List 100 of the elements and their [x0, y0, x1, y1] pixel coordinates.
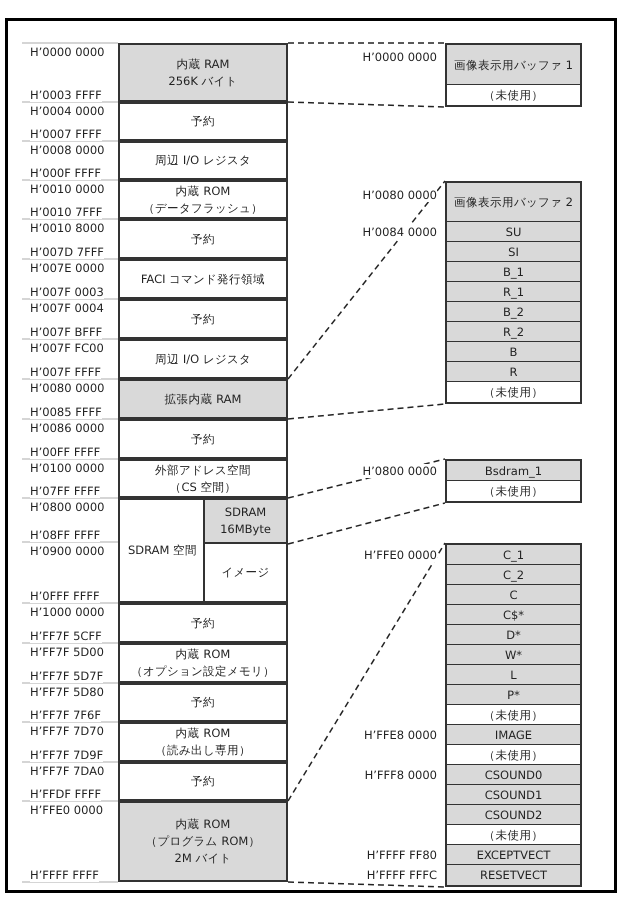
memory-region	[118, 379, 288, 419]
memory-region	[118, 762, 288, 801]
address-label: H’0100 0000	[30, 461, 104, 475]
region-text: 内蔵 ROM	[176, 182, 230, 200]
region-text: 2M バイト	[174, 850, 232, 867]
address-label: H’0010 0000	[30, 182, 104, 196]
dashed-guide-line	[288, 403, 446, 420]
region-text: SDRAM 16MByte	[219, 504, 272, 538]
memory-region	[118, 339, 288, 379]
address-label: H’000F FFFF	[30, 166, 101, 180]
memory-row	[447, 605, 580, 625]
address-label: H’FFE0 0000	[364, 548, 437, 562]
memory-row	[447, 262, 580, 282]
memory-row	[447, 302, 580, 322]
address-label: H’007E 0000	[30, 261, 104, 275]
address-label: H’00FF FFFF	[30, 445, 100, 459]
region-text: （読み出し専用）	[155, 742, 251, 759]
region-text: P*	[507, 686, 520, 702]
address-label: H’0010 8000	[30, 221, 104, 235]
memory-row	[447, 665, 580, 685]
region-text: （未使用）	[484, 826, 544, 842]
address-label: H’FF7F 7F6F	[30, 708, 101, 722]
address-label: H’007F FC00	[30, 341, 104, 355]
region-text: R_2	[502, 324, 524, 340]
region-text: 画像表示用バッファ 2	[454, 194, 573, 210]
memory-row	[447, 805, 580, 825]
region-text: 内蔵 ROM	[176, 725, 230, 742]
address-label: H’0085 FFFF	[30, 405, 102, 419]
dashed-guide-line	[288, 881, 446, 888]
region-text: 予約	[191, 310, 215, 328]
memory-row	[447, 565, 580, 585]
address-label: H’007F 0004	[30, 301, 104, 315]
region-text: SDRAM 空間	[128, 542, 198, 559]
region-text: SU	[506, 224, 522, 240]
memory-row	[447, 625, 580, 645]
region-text: 予約	[191, 614, 215, 632]
region-text: R	[510, 364, 518, 380]
region-text: 予約	[191, 113, 215, 130]
memory-row	[447, 45, 580, 85]
memory-region	[118, 299, 288, 339]
memory-region	[118, 180, 288, 219]
region-text: C_2	[502, 566, 524, 582]
region-text: 256K バイト	[168, 72, 238, 90]
memory-region	[118, 643, 288, 683]
address-label: H’0010 7FFF	[30, 205, 102, 219]
address-label: H’0007 FFFF	[30, 127, 102, 141]
region-text: C	[509, 586, 518, 602]
memory-stack-box	[445, 459, 582, 503]
memory-row	[447, 362, 580, 382]
memory-row	[447, 865, 580, 885]
region-text: 画像表示用バッファ 1	[454, 56, 573, 72]
address-label: H’0008 0000	[30, 143, 104, 157]
address-label: H’FF7F 7D9F	[30, 748, 104, 762]
address-label: H’0080 0000	[362, 188, 437, 202]
memory-row	[447, 342, 580, 362]
region-text: 予約	[191, 430, 215, 448]
memory-region	[118, 722, 288, 762]
region-text: 周辺 I/O レジスタ	[155, 152, 251, 169]
dashed-guide-line	[287, 542, 446, 802]
region-text: R_1	[502, 284, 524, 300]
memory-row	[447, 545, 580, 565]
dashed-guide-line	[288, 101, 446, 108]
memory-row	[447, 725, 580, 745]
address-label: H’FF7F 5D7F	[30, 669, 104, 683]
region-text: IMAGE	[494, 726, 532, 742]
memory-region	[118, 683, 288, 722]
region-text: 外部アドレス空間	[155, 462, 251, 478]
region-text: （データフラッシュ）	[143, 200, 263, 216]
memory-region	[118, 259, 288, 299]
memory-region	[118, 419, 288, 459]
address-label: H’007D 7FFF	[30, 245, 104, 259]
region-text: （CS 空間）	[170, 478, 236, 496]
address-label: H’08FF FFFF	[30, 528, 100, 542]
region-text: FACI コマンド発行領域	[140, 270, 266, 288]
address-label: H’FFF8 0000	[364, 768, 437, 782]
memory-row	[447, 461, 580, 481]
address-label: H’007F FFFF	[30, 365, 101, 379]
memory-stack-box	[445, 181, 582, 404]
address-label: H’0800 0000	[30, 500, 104, 514]
region-text: 予約	[191, 773, 215, 790]
region-text: 周辺 I/O レジスタ	[155, 350, 251, 368]
region-text: SI	[508, 244, 519, 260]
address-label: H’0900 0000	[30, 544, 104, 558]
address-label: H’0FFF FFFF	[30, 589, 100, 603]
memory-row	[447, 183, 580, 222]
memory-region	[118, 459, 288, 498]
memory-region	[203, 498, 288, 544]
memory-row	[447, 322, 580, 342]
address-label: H’FFFF FF80	[366, 848, 437, 862]
address-label: H’0080 0000	[30, 381, 104, 395]
address-label: H’007F BFFF	[30, 325, 102, 339]
memory-region	[118, 102, 288, 141]
region-text: D*	[506, 626, 521, 642]
region-text: 内蔵 RAM	[176, 56, 230, 72]
region-text: W*	[504, 646, 522, 662]
address-label: H’FF7F 7DA0	[30, 764, 104, 778]
memory-region	[118, 141, 288, 180]
memory-region	[118, 498, 288, 603]
address-label: H’FFFF FFFC	[366, 868, 437, 882]
region-text: 内蔵 ROM	[176, 816, 230, 833]
